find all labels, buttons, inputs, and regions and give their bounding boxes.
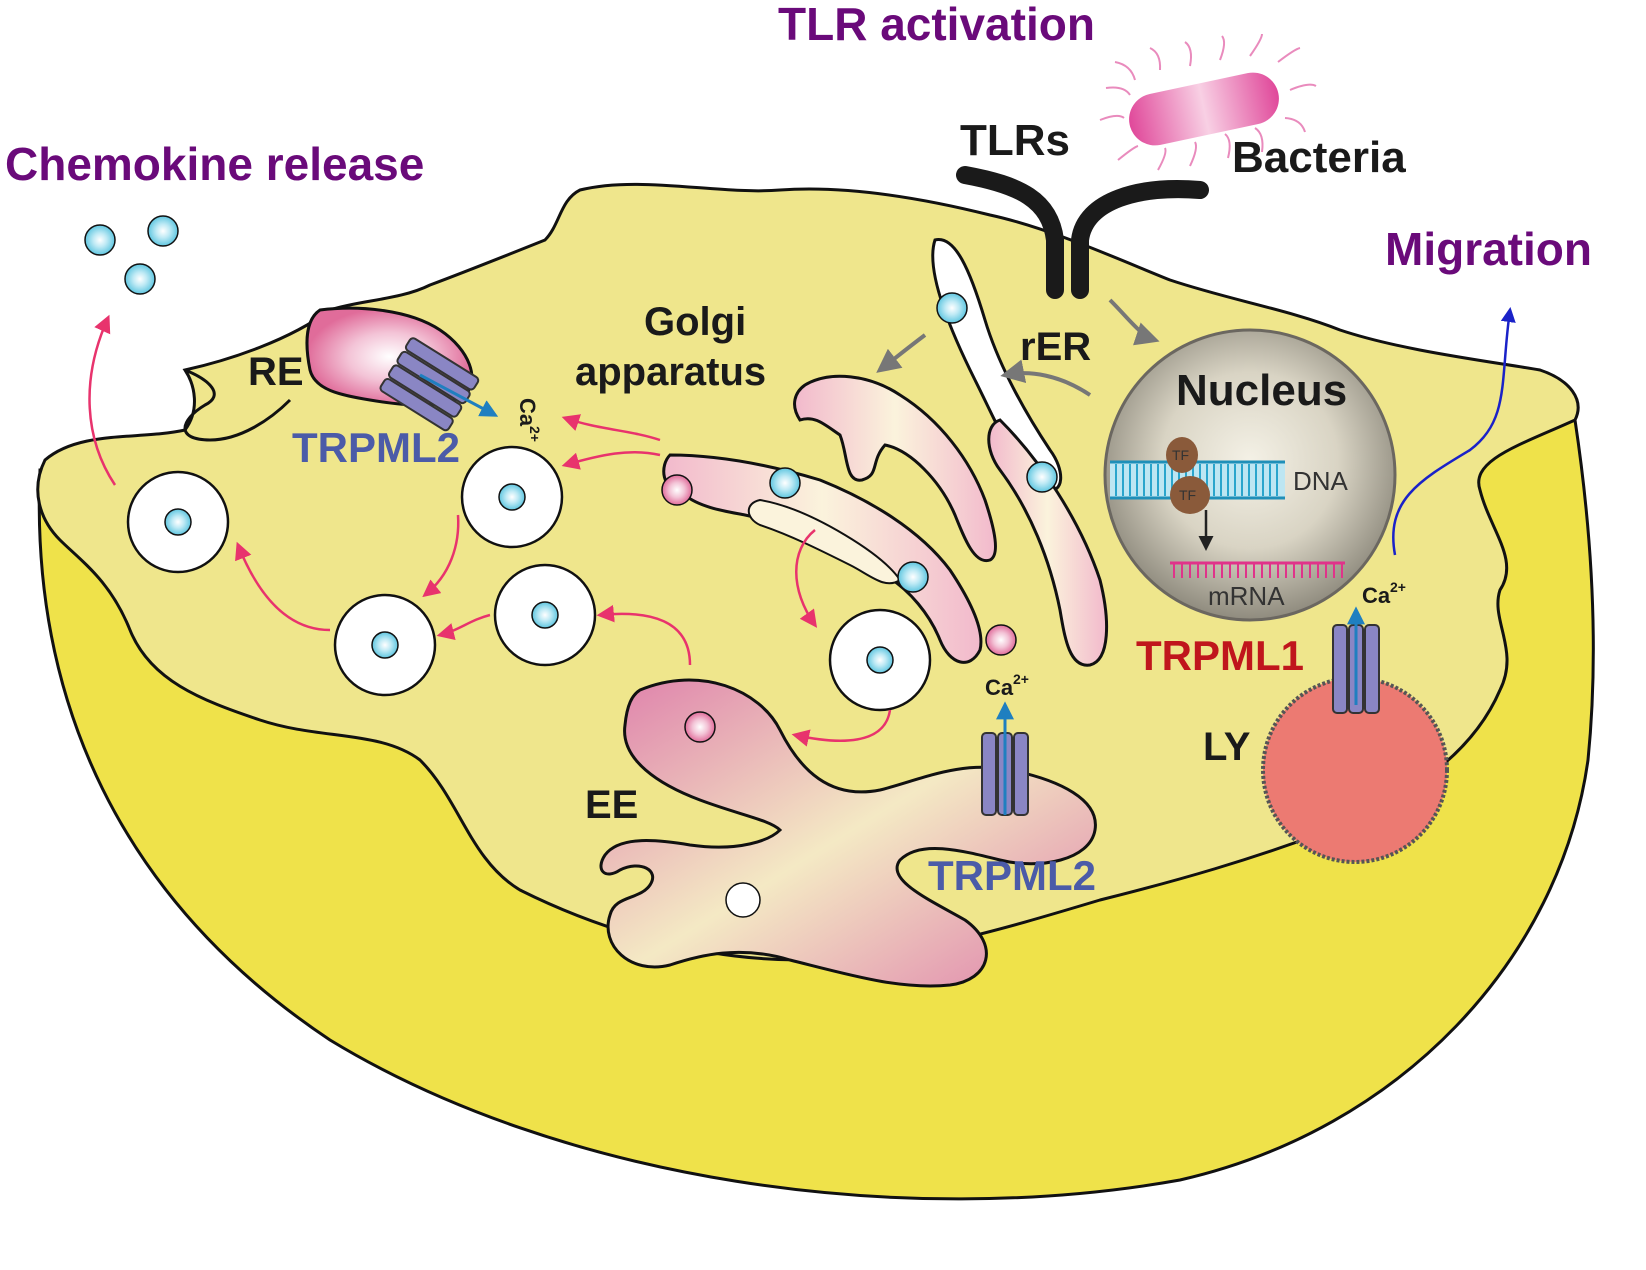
cargo-vesicle [1026,461,1058,493]
flow-arrow-nucleus-to-rer [1000,359,1092,397]
traffic-arrow-golgi-to-bottom-vesicle [795,529,818,628]
title-tlr-activation: TLR activation [778,0,1095,50]
label-golgi: Golgi [644,300,746,344]
label-ly: LY [1203,725,1251,769]
bacteria-icon [1099,33,1317,171]
label-mrna: mRNA [1208,581,1285,611]
cargo-vesicle [769,467,801,499]
chemokine-release-arrow [88,314,117,486]
cargo-vesicle [661,474,693,506]
tlr-receptor [956,166,1209,299]
large-vesicle-right [493,563,597,667]
svg-text:Ca: Ca [515,398,540,427]
svg-text:2+: 2+ [1390,579,1406,595]
cargo-vesicle [147,215,179,247]
cargo-vesicle [124,263,156,295]
traffic-arrow-vesicle-to-ee [791,709,892,747]
svg-text:2+: 2+ [1013,671,1029,687]
svg-text:Ca: Ca [985,675,1014,700]
cargo-vesicle [985,624,1017,656]
traffic-arrow-golgi-to-vesicle [561,450,661,470]
golgi-cisterna-4 [987,418,1108,667]
transcription-factor [1166,437,1210,514]
label-dna: DNA [1293,466,1349,496]
golgi-cisterna-2 [662,453,983,664]
traffic-arrow-ee-to-vesicle [596,604,692,666]
empty-vesicle [725,882,761,918]
label-rer: rER [1020,325,1091,369]
label-apparatus: apparatus [575,350,766,394]
cargo-vesicle [897,561,929,593]
ca-label-ly: Ca 2+ [1362,579,1406,608]
label-tlrs: TLRs [960,116,1070,165]
mrna-strand [1170,561,1345,578]
label-trpml1: TRPML1 [1136,632,1304,679]
label-ee: EE [585,783,638,827]
flow-arrow-tlr-to-nucleus [1108,298,1160,346]
large-vesicle-left [126,470,230,574]
traffic-arrow-to-left-vesicle [235,541,331,632]
cargo-vesicle [684,711,716,743]
label-re: RE [248,350,304,394]
ca-label-ee: Ca 2+ [985,671,1029,700]
large-vesicle-bottom [828,608,932,712]
svg-text:Ca: Ca [1362,583,1391,608]
label-tf-bottom: TF [1179,487,1196,503]
label-trpml2-re: TRPML2 [292,424,460,471]
label-tf-top: TF [1172,447,1189,463]
label-nucleus: Nucleus [1176,366,1347,415]
flow-arrow-rer-to-golgi [876,333,927,373]
label-trpml2-ee: TRPML2 [928,852,1096,899]
large-vesicle-middle [333,593,437,697]
cargo-vesicle [936,292,968,324]
golgi-cisterna-3 [747,498,902,585]
large-vesicle-top [460,445,564,549]
trpml2-channel-re [379,337,480,432]
cargo-vesicle [84,224,116,256]
ca-flux-arrow-re [419,373,499,417]
membrane-fold [183,368,292,442]
ca-label-re: Ca 2+ [515,398,543,442]
title-migration: Migration [1385,223,1592,275]
traffic-arrow-right-to-middle [436,613,491,641]
golgi-cisterna-1 [793,374,997,563]
migration-arrow [1392,307,1516,556]
traffic-arrow-vesicle-down [422,514,460,598]
svg-text:2+: 2+ [527,426,543,442]
label-bacteria: Bacteria [1232,133,1406,182]
traffic-arrow-golgi-to-re [561,414,661,442]
title-chemokine-release: Chemokine release [5,138,424,190]
